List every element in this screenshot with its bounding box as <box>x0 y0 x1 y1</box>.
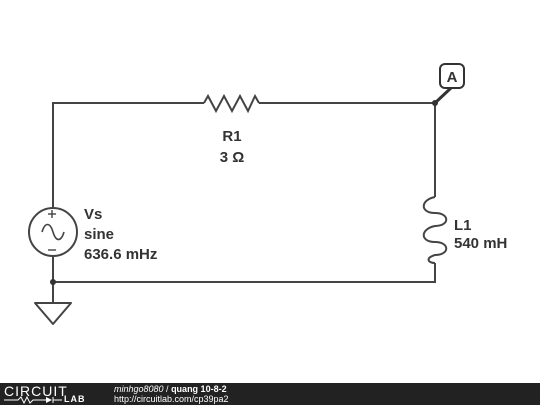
circuit-wires <box>52 102 436 302</box>
resistor-name-label: R1 <box>222 128 241 145</box>
inductor-value-label: 540 mH <box>454 235 507 252</box>
source-frequency-label: 636.6 mHz <box>84 246 157 263</box>
credit-separator: / <box>163 384 172 394</box>
circuit-title: quang 10-8-2 <box>171 384 227 394</box>
voltage-source-vs[interactable] <box>28 207 78 257</box>
resistor-value-label: 3 Ω <box>220 149 245 166</box>
ground-icon <box>34 302 72 325</box>
circuitlab-logo[interactable]: CIRCUIT LAB <box>4 383 104 404</box>
source-name-label: Vs <box>84 206 102 223</box>
wire-top-right <box>259 102 436 197</box>
probe-node-dot <box>432 100 438 106</box>
resistor-r1[interactable] <box>203 93 260 114</box>
junction-dot <box>50 279 56 285</box>
footer-bar: CIRCUIT LAB minhgo8080 / quang 10-8-2 ht… <box>0 383 540 405</box>
wire-left-top <box>52 102 204 208</box>
source-type-label: sine <box>84 226 114 243</box>
sine-wave-icon <box>41 223 65 241</box>
ammeter-box <box>439 63 465 89</box>
ammeter-probe[interactable]: A <box>432 63 465 106</box>
circuit-schematic: R1 3 Ω Vs sine 636.6 mHz L1 540 mH A <box>28 63 507 325</box>
inductor-name-label: L1 <box>454 217 472 234</box>
wire-bottom <box>52 256 436 283</box>
ammeter-label: A <box>447 69 458 86</box>
circuit-credits: minhgo8080 / quang 10-8-2 http://circuit… <box>114 384 229 404</box>
probe-lead <box>433 85 454 105</box>
logo-text-lab: LAB <box>64 394 86 404</box>
circuit-url-link[interactable]: http://circuitlab.com/cp39pa2 <box>114 394 229 404</box>
logo-text-circuit: CIRCUIT <box>4 383 68 399</box>
author-link[interactable]: minhgo8080 <box>114 384 164 394</box>
inductor-l1[interactable] <box>422 196 448 264</box>
logo-resistor-icon <box>4 396 62 404</box>
